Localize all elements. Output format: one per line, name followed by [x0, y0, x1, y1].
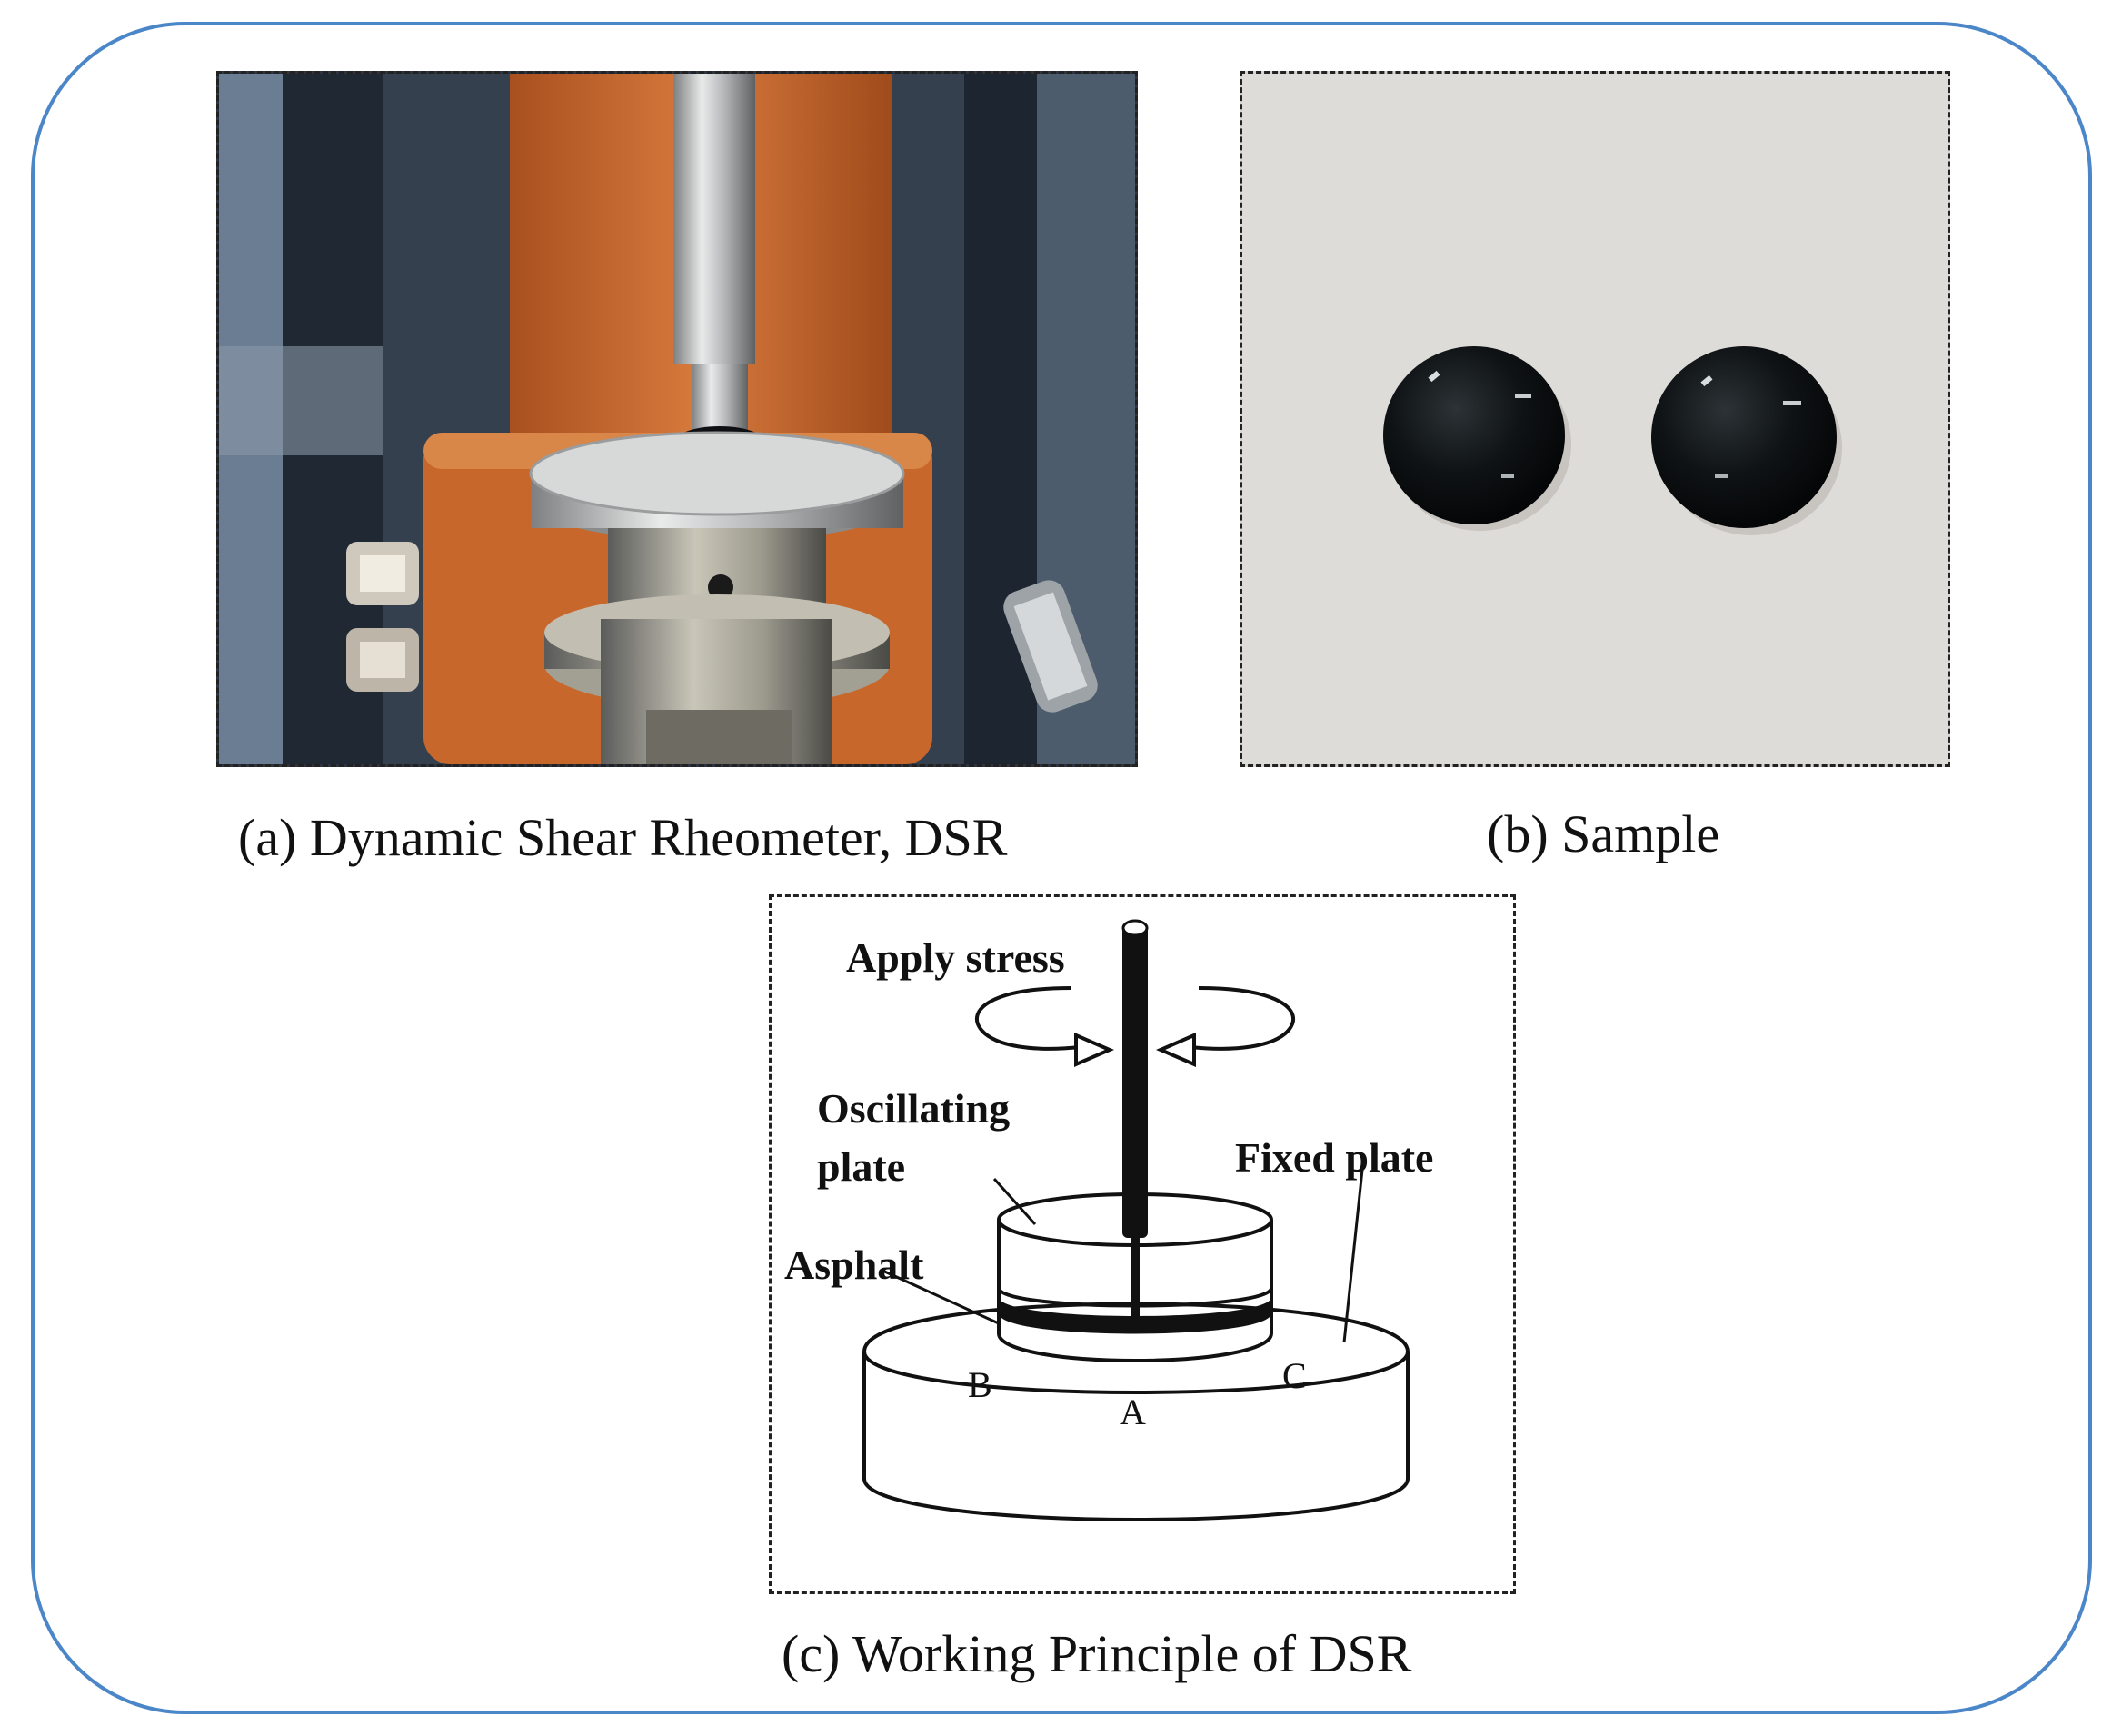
- rotation-arrows: [975, 986, 1295, 1051]
- sample-photo-illustration: [1242, 74, 1948, 764]
- asphalt-leader: [880, 1268, 1001, 1326]
- label-oscillating: Oscillating: [817, 1085, 1010, 1132]
- label-apply-stress: Apply stress: [846, 934, 1065, 981]
- dsr-schematic: Apply stress Oscillating plate Fixed pla…: [784, 919, 1433, 1521]
- caption-sample: (b) Sample: [1487, 804, 1720, 863]
- caption-working-principle: (c) Working Principle of DSR: [782, 1624, 1412, 1683]
- label-point-c: C: [1282, 1355, 1307, 1396]
- spindle-shaft: [1122, 924, 1148, 1238]
- dsr-photo-illustration: [219, 74, 1135, 764]
- label-asphalt: Asphalt: [784, 1242, 924, 1288]
- sample-photo: [1240, 71, 1950, 767]
- label-fixed-plate: Fixed plate: [1235, 1134, 1433, 1181]
- fixed-plate-leader: [1342, 1169, 1364, 1343]
- arrow-head-left: [1074, 1032, 1115, 1068]
- oscillating-leader: [992, 1177, 1037, 1226]
- label-plate: plate: [817, 1143, 905, 1190]
- dsr-photo: [216, 71, 1138, 767]
- asphalt-layer: [999, 1297, 1271, 1334]
- fixed-plate-bottom: [862, 1478, 1410, 1521]
- rounded-frame: [31, 22, 2092, 1714]
- label-point-a: A: [1120, 1392, 1146, 1432]
- working-principle-diagram: Apply stress Oscillating plate Fixed pla…: [769, 894, 1516, 1594]
- caption-dsr: (a) Dynamic Shear Rheometer, DSR: [238, 808, 1008, 867]
- arrow-head-right: [1155, 1032, 1196, 1068]
- fixed-plate-top-front: [862, 1351, 1410, 1394]
- label-point-b: B: [968, 1364, 992, 1405]
